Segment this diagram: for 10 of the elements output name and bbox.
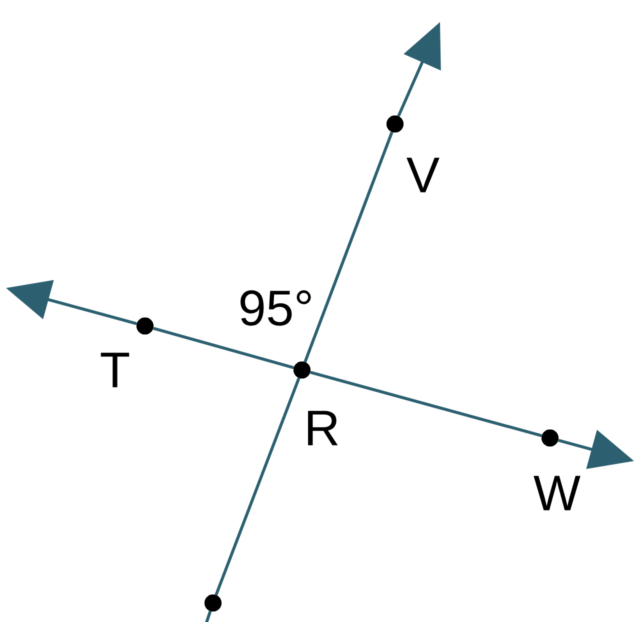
point-label: W (534, 476, 580, 510)
line-segment (152, 326, 294, 370)
line-segment (310, 370, 542, 438)
point-label: R (308, 410, 338, 446)
line-segment (304, 132, 394, 362)
angle-label: 95° (240, 290, 311, 326)
line-segment (204, 610, 212, 622)
line-segment (214, 378, 300, 596)
point-label: V (406, 158, 440, 192)
point-label: T (100, 352, 130, 388)
